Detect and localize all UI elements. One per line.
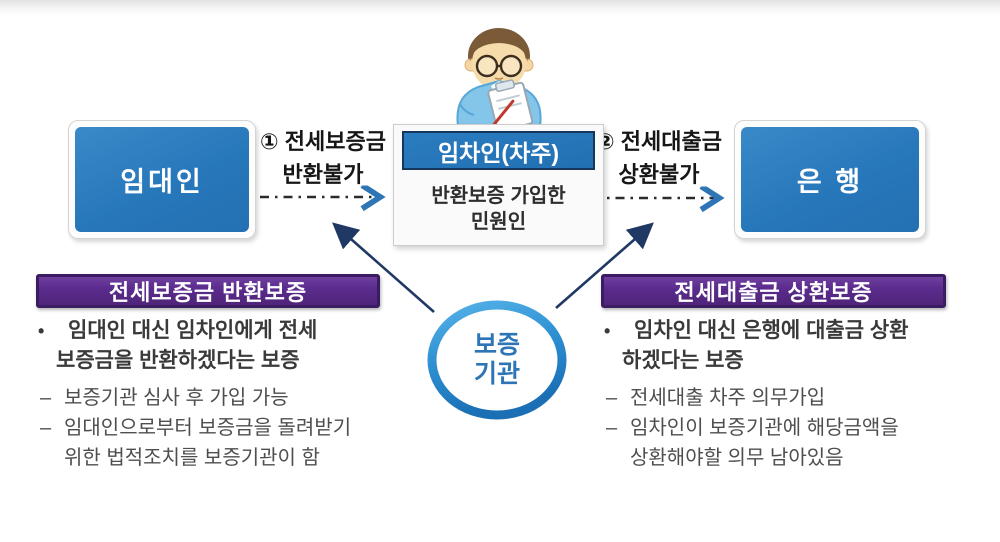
right-dash-group: – 전세대출 차주 의무가입 – 임차인이 보증기관에 해당금액을 상환해야할 … xyxy=(600,383,1000,473)
bullet-icon: • xyxy=(604,321,611,341)
person-illustration xyxy=(456,28,542,133)
guarantor-circle-ring xyxy=(427,300,567,420)
petitioner-person-icon xyxy=(430,16,568,133)
right-bullet-line2: 하겠다는 보증 xyxy=(622,349,744,372)
right-bullet-text1: 임차인 대신 은행에 대출금 상환 xyxy=(634,319,909,342)
arrow1-label-line1: ① 전세보증금 xyxy=(260,129,386,154)
right-dash-text2: 임차인이 보증기관에 해당금액을 xyxy=(630,417,899,439)
guarantor-label-line2: 기관 xyxy=(473,360,520,388)
left-section-header: 전세보증금 반환보증 xyxy=(36,274,380,308)
guarantor-circle-label: 보증 기관 xyxy=(426,299,568,421)
left-dash-group: – 보증기관 심사 후 가입 가능 – 임대인으로부터 보증금을 돌려받기 위한… xyxy=(34,383,444,473)
arrow2-label-line2: 상환불가 xyxy=(618,162,700,187)
left-section-body: • 임대인 대신 임차인에게 전세 보증금을 반환하겠다는 보증 – 보증기관 … xyxy=(34,316,444,473)
landlord-box: 임대인 xyxy=(68,120,256,239)
dash-icon: – xyxy=(606,417,618,439)
dash-icon: – xyxy=(40,417,52,439)
left-bullet-line2: 보증금을 반환하겠다는 보증 xyxy=(56,349,300,372)
left-dash-text2: 임대인으로부터 보증금을 돌려받기 xyxy=(64,417,352,439)
tenant-box-header: 임차인(차주) xyxy=(402,131,595,170)
tenant-box-desc-line1: 반환보증 가입한 xyxy=(431,185,566,207)
guarantor-label-line1: 보증 xyxy=(473,331,520,360)
bank-box-label: 은 행 xyxy=(741,127,919,232)
left-dash-line1: – 보증기관 심사 후 가입 가능 xyxy=(34,383,444,413)
guarantor-circle: 보증 기관 xyxy=(426,299,568,421)
left-dash-text1: 보증기관 심사 후 가입 가능 xyxy=(64,387,289,409)
bullet-icon: • xyxy=(38,321,45,341)
dash-icon: – xyxy=(606,387,618,409)
right-bullet-line1: • 임차인 대신 은행에 대출금 상환 xyxy=(600,316,1000,346)
left-dash-line2: – 임대인으로부터 보증금을 돌려받기 xyxy=(34,413,444,443)
arrow2-label: ② 전세대출금 상환불가 xyxy=(586,125,732,191)
arrow2-label-line1: ② 전세대출금 xyxy=(596,129,722,154)
left-dash-line2-cont: 위한 법적조치를 보증기관이 함 xyxy=(64,447,320,469)
left-bullet-text1: 임대인 대신 임차인에게 전세 xyxy=(68,319,318,342)
bank-box: 은 행 xyxy=(734,120,926,239)
right-dash-line1: – 전세대출 차주 의무가입 xyxy=(600,383,1000,413)
arrow1-label: ① 전세보증금 반환불가 xyxy=(253,125,393,191)
dash-icon: – xyxy=(40,387,52,409)
left-bullet-line1: • 임대인 대신 임차인에게 전세 xyxy=(34,316,444,346)
right-section-header: 전세대출금 상환보증 xyxy=(601,274,946,308)
tenant-box-description: 반환보증 가입한 민원인 xyxy=(394,175,603,243)
right-dash-line2-cont: 상환해야할 의무 남아있음 xyxy=(630,447,844,469)
landlord-box-label: 임대인 xyxy=(75,127,249,232)
right-section-body: • 임차인 대신 은행에 대출금 상환 하겠다는 보증 – 전세대출 차주 의무… xyxy=(600,316,1000,473)
tenant-box-desc-line2: 민원인 xyxy=(470,211,527,233)
right-dash-line2: – 임차인이 보증기관에 해당금액을 xyxy=(600,413,1000,443)
right-dash-text1: 전세대출 차주 의무가입 xyxy=(630,387,826,409)
tenant-box: 임차인(차주) 반환보증 가입한 민원인 xyxy=(393,124,604,246)
arrow1-label-line2: 반환불가 xyxy=(282,162,364,187)
